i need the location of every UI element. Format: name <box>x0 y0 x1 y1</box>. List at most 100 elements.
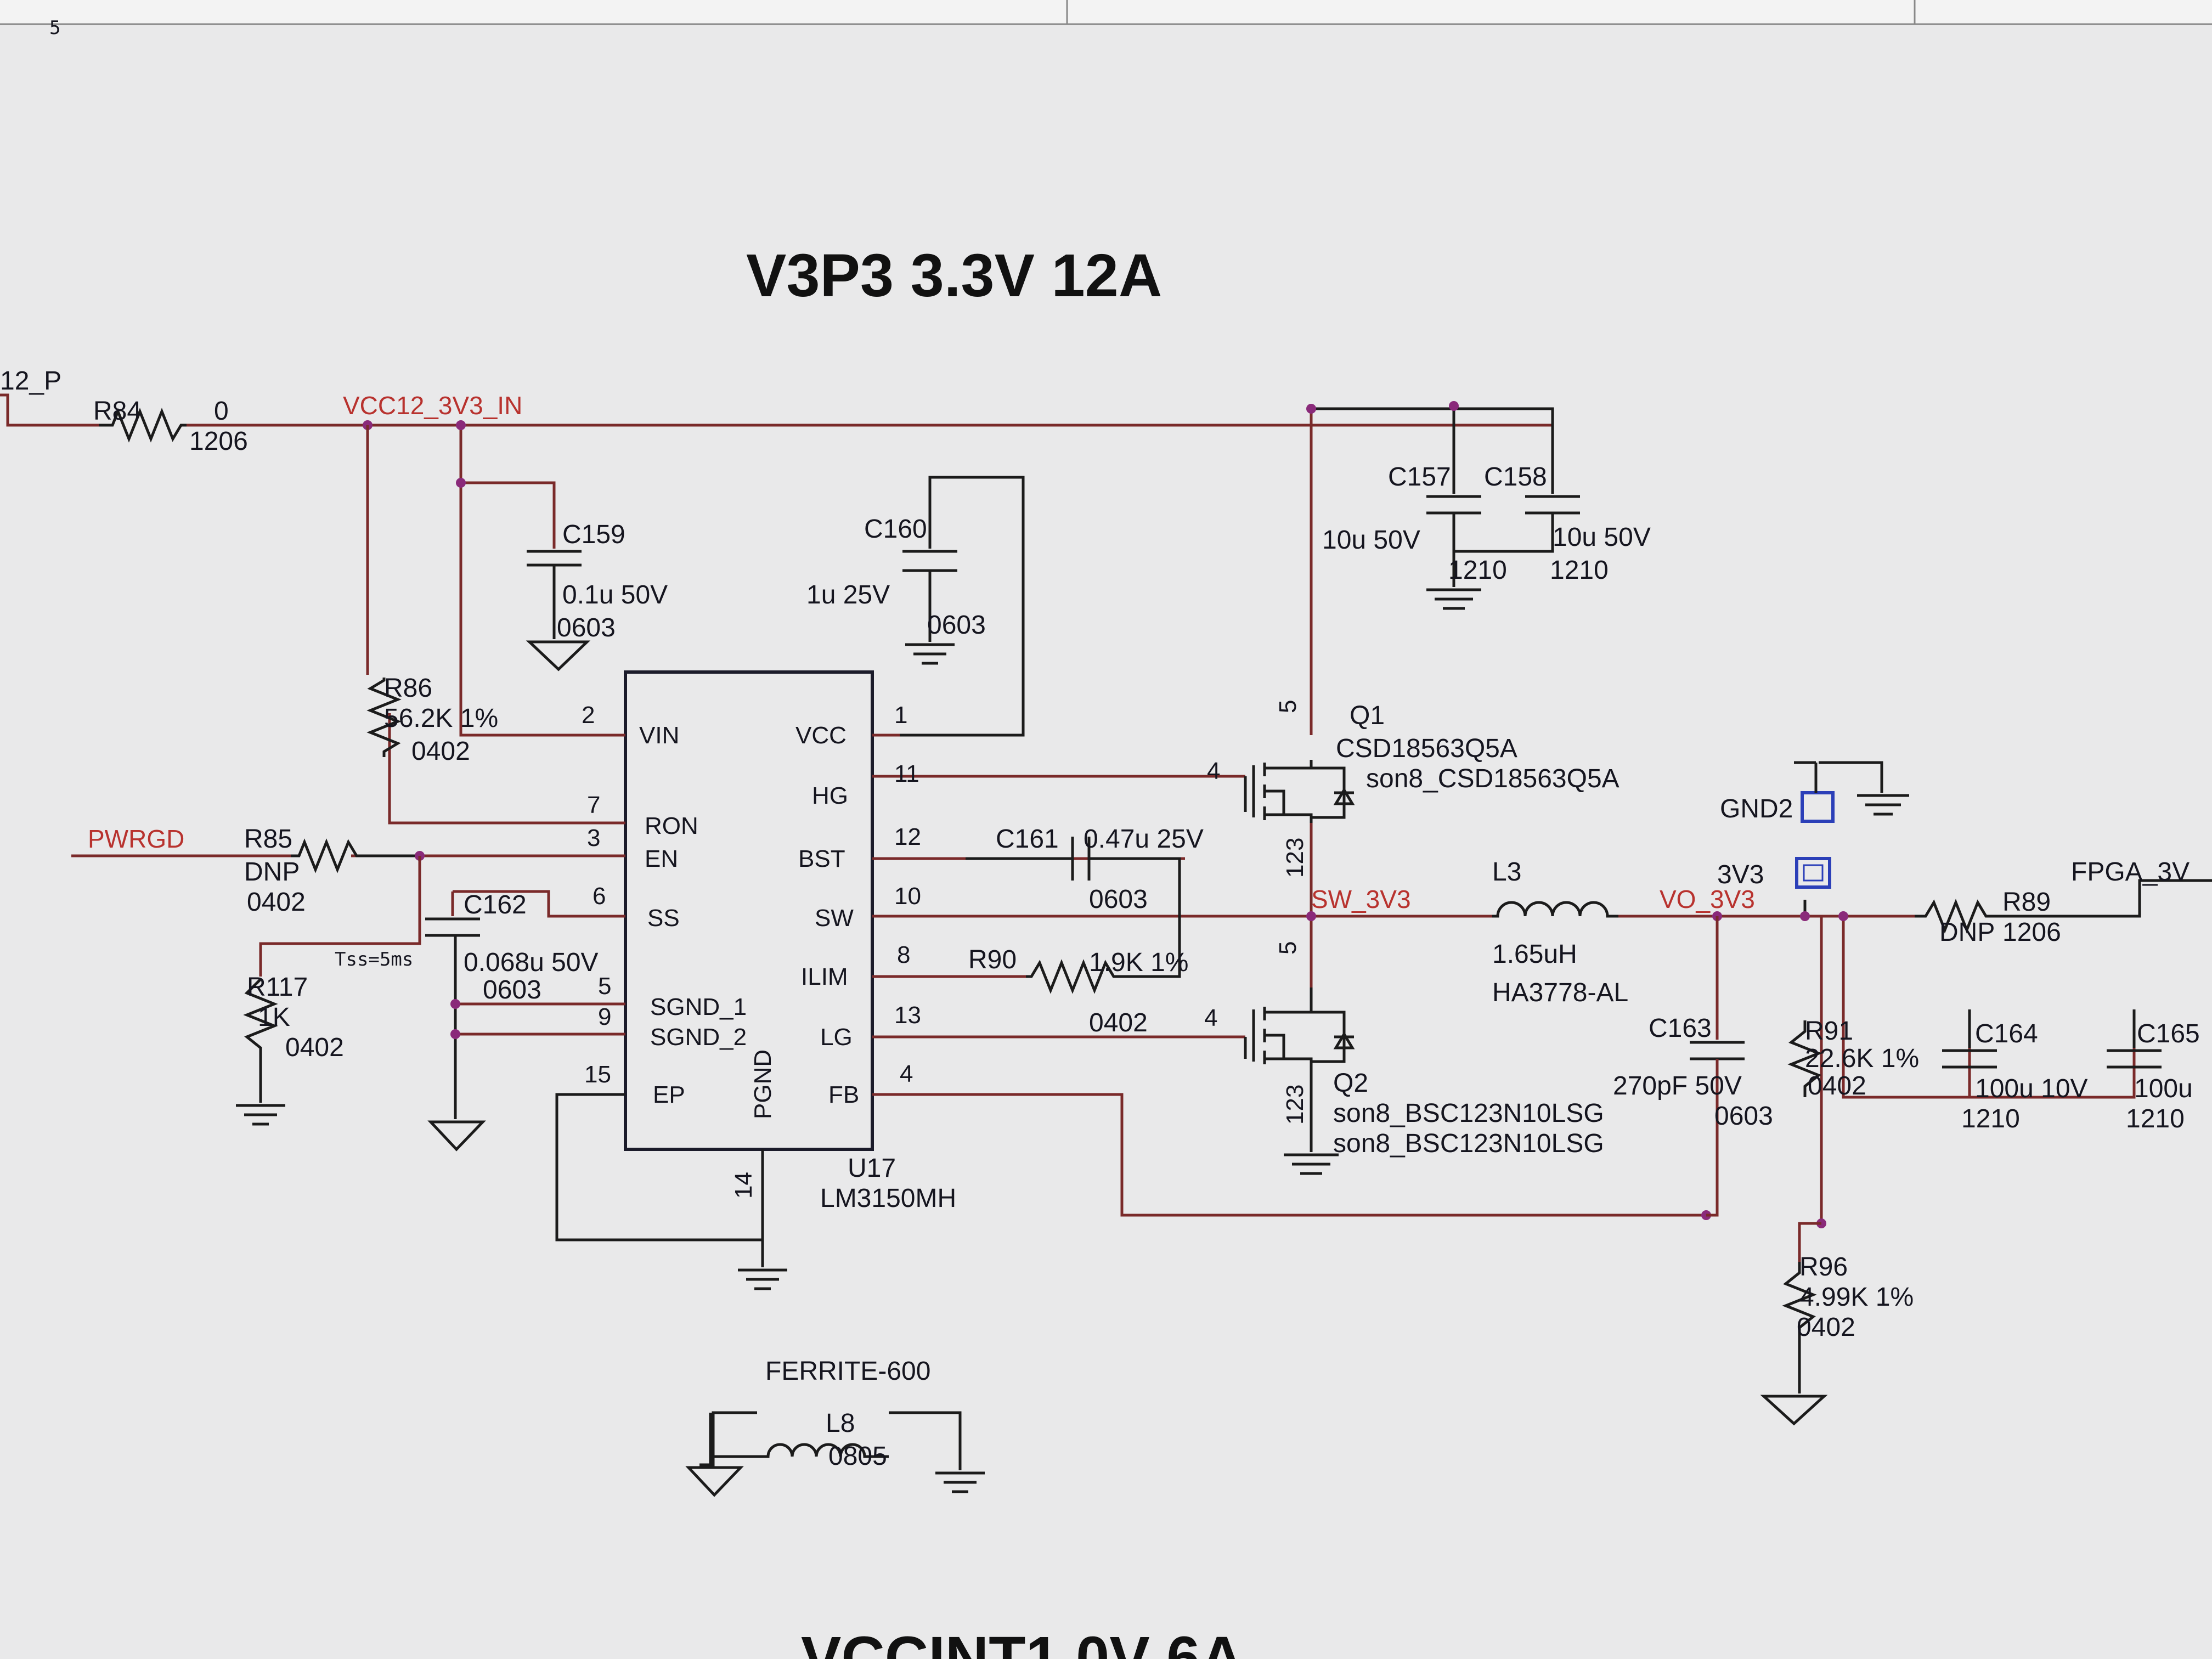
resistor-r86[interactable] <box>366 425 402 757</box>
net-label-sw: SW_3V3 <box>1311 885 1411 913</box>
u17-pin-num-ss: 6 <box>592 883 606 910</box>
junction-dot <box>1306 404 1316 414</box>
q1-ref: Q1 <box>1350 701 1385 730</box>
r117-ref: R117 <box>247 973 308 1002</box>
c165-value: 100u <box>2134 1074 2193 1103</box>
q1-pin-gate: 4 <box>1207 758 1220 785</box>
r117-package: 0402 <box>285 1033 344 1062</box>
u17-pin-num-bst: 12 <box>894 823 921 850</box>
capacitor-c157[interactable] <box>1426 406 1554 610</box>
c159-value: 0.1u 50V <box>562 580 668 610</box>
resistor-r84[interactable] <box>99 408 187 443</box>
q2-pin-drain: 5 <box>1274 941 1301 955</box>
r84-package: 1206 <box>189 427 248 456</box>
u17-part: LM3150MH <box>820 1184 956 1213</box>
testpoint-3v3[interactable] <box>1795 857 1831 889</box>
c161-package: 0603 <box>1089 885 1148 914</box>
u17-ref: U17 <box>848 1154 896 1183</box>
testpoint-gnd2[interactable] <box>1794 761 1909 823</box>
sheet-frame-strip <box>0 0 2212 24</box>
c160-ref: C160 <box>864 515 927 544</box>
c164-ref: C164 <box>1975 1019 2038 1048</box>
c165-package: 1210 <box>2126 1104 2185 1133</box>
c163-package: 0603 <box>1714 1102 1773 1131</box>
q2-footprint: son8_BSC123N10LSG <box>1333 1129 1604 1158</box>
r86-value: 56.2K 1% <box>384 704 498 733</box>
c162-package: 0603 <box>483 975 541 1005</box>
capacitor-c158[interactable] <box>1525 422 1580 515</box>
resistor-r96[interactable] <box>1760 1222 1828 1426</box>
q2-ref: Q2 <box>1333 1069 1368 1098</box>
r86-ref: R86 <box>384 674 432 703</box>
r85-package: 0402 <box>247 888 306 917</box>
net-label-pwrgd: PWRGD <box>88 825 184 853</box>
capacitor-c165[interactable] <box>2107 1009 2162 1069</box>
u17-pin-name-bst: BST <box>798 845 845 872</box>
resistor-r117[interactable] <box>236 856 421 1126</box>
junction-dot <box>1800 911 1810 921</box>
u17-pin-name-sw: SW <box>815 905 854 932</box>
capacitor-c164[interactable] <box>1942 1009 1997 1069</box>
u17-pin-name-hg: HG <box>812 782 848 809</box>
u17-pin-name-vcc: VCC <box>795 722 847 749</box>
u17-pin-num-en: 3 <box>587 825 600 851</box>
capacitor-c160[interactable] <box>872 476 1025 737</box>
u17-pin-num-hg: 11 <box>894 760 919 787</box>
resistor-r89[interactable] <box>1915 879 2212 934</box>
r96-ref: R96 <box>1799 1252 1848 1282</box>
next-title-fragment: VCCINT1.0V 6A <box>801 1624 1244 1659</box>
capacitor-c161[interactable] <box>966 837 1181 916</box>
mosfet-q1[interactable] <box>1244 760 1355 916</box>
r85-value: DNP <box>244 857 300 887</box>
q1-footprint: son8_CSD18563Q5A <box>1366 764 1620 793</box>
q1-pin-drain: 5 <box>1274 700 1301 713</box>
c157-value: 10u 50V <box>1322 526 1420 555</box>
r91-package: 0402 <box>1808 1071 1866 1101</box>
u17-pin-num-vin: 2 <box>582 702 595 729</box>
r96-value: 4.99K 1% <box>1799 1283 1914 1312</box>
c159-package: 0603 <box>557 613 616 642</box>
u17-pin-num-sw: 10 <box>894 883 921 910</box>
mosfet-q2[interactable] <box>1244 916 1355 1175</box>
u17-pin-name-en: EN <box>645 845 678 872</box>
r117-value: 1K <box>258 1003 290 1032</box>
capacitor-c162[interactable] <box>425 891 486 1152</box>
r91-ref: R91 <box>1805 1017 1853 1046</box>
resistor-r85[interactable] <box>291 838 420 873</box>
junction-dot <box>1838 911 1848 921</box>
c160-value: 1u 25V <box>806 580 890 610</box>
q2-pin-source: 123 <box>1282 1085 1308 1125</box>
c158-value: 10u 50V <box>1553 523 1651 552</box>
r89-value: DNP <box>1939 918 1995 947</box>
u17-pin-name-fb: FB <box>828 1081 859 1108</box>
resistor-r91[interactable] <box>1787 1020 1822 1097</box>
net-label-gnd2: GND2 <box>1720 794 1793 823</box>
l3-part: HA3778-AL <box>1492 978 1628 1007</box>
u17-pin-name-sgnd1: SGND_1 <box>650 994 747 1020</box>
u17-pin-num-ep: 15 <box>584 1061 611 1088</box>
junction-dot <box>456 420 466 430</box>
r90-package: 0402 <box>1089 1008 1148 1037</box>
r89-package: 1206 <box>2002 918 2061 947</box>
r90-value: 1.9K 1% <box>1089 948 1188 977</box>
net-vcc12-bus <box>0 393 1554 735</box>
inductor-l8[interactable] <box>685 1411 985 1497</box>
u17-pin-num-ilim: 8 <box>897 941 910 968</box>
u17-pin-num-fb: 4 <box>900 1060 913 1087</box>
u17-pin-name-ilim: ILIM <box>801 963 848 990</box>
u17-pin-name-ep: EP <box>653 1081 685 1108</box>
inductor-l3[interactable] <box>1492 901 1618 918</box>
u17-pin-num-pgnd: 14 <box>730 1172 757 1199</box>
net-label-vo: VO_3V3 <box>1660 885 1755 913</box>
r89-ref: R89 <box>2002 888 2051 917</box>
q1-part: CSD18563Q5A <box>1336 734 1517 763</box>
c157-ref: C157 <box>1388 462 1451 492</box>
r84-ref: R84 <box>93 397 142 426</box>
tss-note: Tss=5ms <box>335 949 413 970</box>
capacitor-c163[interactable] <box>1690 916 1745 1217</box>
c160-package: 0603 <box>927 611 986 640</box>
junction-dot <box>456 478 466 488</box>
resistor-r90[interactable] <box>1026 916 1181 994</box>
c157-package: 1210 <box>1448 556 1507 585</box>
u17-pin-name-lg: LG <box>820 1024 853 1051</box>
